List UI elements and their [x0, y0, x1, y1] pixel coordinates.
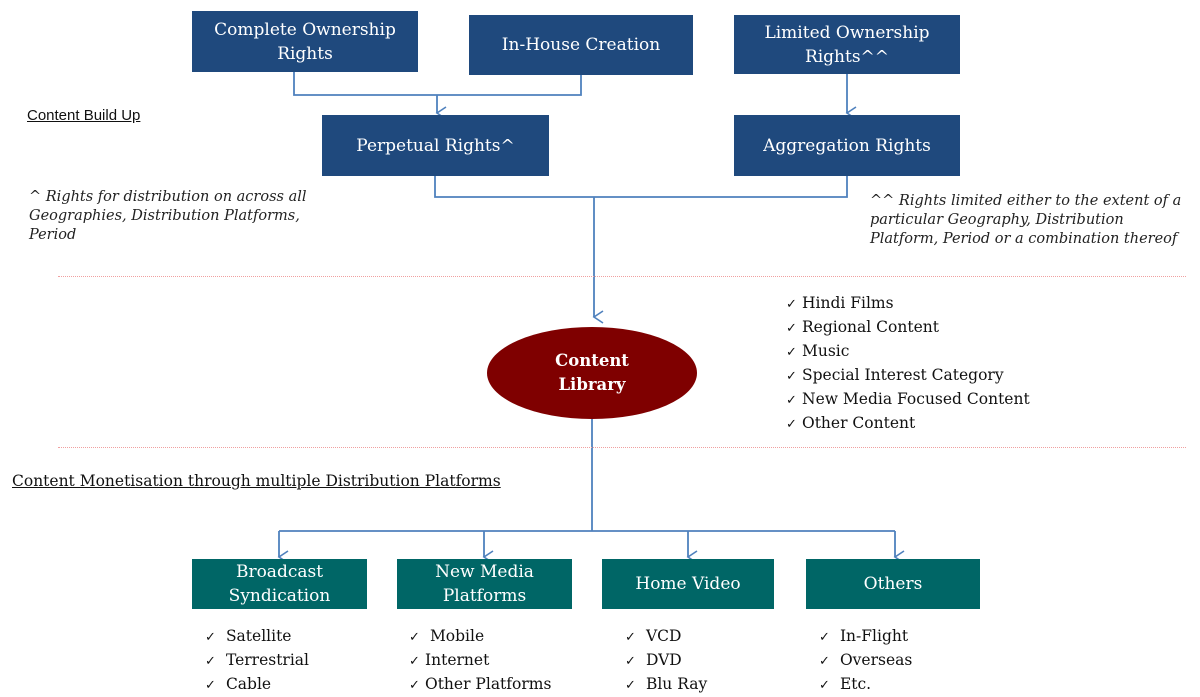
check-mark-icon: ✓: [786, 393, 797, 408]
home-video-box: Home Video: [602, 559, 774, 609]
in-house-creation-label: In-House Creation: [501, 35, 661, 55]
list-item: ✓Special Interest Category: [786, 364, 1030, 388]
perpetual-rights-footnote: ^ Rights for distribution on across all …: [29, 188, 314, 245]
limited-rights-footnote: ^^ Rights limited either to the extent o…: [870, 192, 1195, 249]
check-mark-icon: ✓: [786, 369, 797, 384]
list-item: ✓Other Content: [786, 412, 1030, 436]
list-item: ✓ DVD: [625, 649, 707, 673]
broadcast-syndication-list: ✓ Satellite ✓ Terrestrial ✓ Cable: [205, 625, 309, 697]
list-item: ✓Other Platforms: [409, 673, 551, 697]
perpetual-rights-footnote-text: ^ Rights for distribution on across all …: [29, 189, 307, 243]
connector-perpetual: [434, 176, 594, 198]
content-monetisation-title: Content Monetisation through multiple Di…: [12, 472, 501, 490]
check-mark-icon: ✓: [819, 654, 830, 669]
perpetual-rights-label: Perpetual Rights^: [356, 135, 515, 156]
limited-ownership-rights-box: Limited Ownership Rights^^: [734, 15, 960, 74]
connector-complete-ownership: [293, 72, 437, 96]
broadcast-syndication-box: Broadcast Syndication: [192, 559, 367, 609]
check-mark-icon: ✓: [409, 654, 420, 669]
check-mark-icon: ✓: [625, 630, 636, 645]
check-mark-icon: ✓: [409, 630, 420, 645]
content-library-node: Content Library: [487, 327, 697, 419]
list-item: ✓ VCD: [625, 625, 707, 649]
list-item: ✓ Cable: [205, 673, 309, 697]
check-mark-icon: ✓: [205, 630, 216, 645]
list-item: ✓Internet: [409, 649, 551, 673]
aggregation-rights-label: Aggregation Rights: [763, 135, 931, 156]
home-video-label: Home Video: [635, 574, 741, 594]
check-mark-icon: ✓: [786, 345, 797, 360]
new-media-platforms-list: ✓ Mobile ✓Internet ✓Other Platforms: [409, 625, 551, 697]
home-video-list: ✓ VCD ✓ DVD ✓ Blu Ray: [625, 625, 707, 697]
list-item: ✓ In-Flight: [819, 625, 912, 649]
check-mark-icon: ✓: [205, 654, 216, 669]
complete-ownership-rights-box: Complete Ownership Rights: [192, 11, 418, 72]
others-list: ✓ In-Flight ✓ Overseas ✓ Etc.: [819, 625, 912, 697]
section-divider-top: [58, 276, 1186, 277]
broadcast-syndication-label: Broadcast Syndication: [228, 562, 331, 606]
list-item: ✓Regional Content: [786, 316, 1030, 340]
connector-in-house: [437, 75, 582, 96]
perpetual-rights-box: Perpetual Rights^: [322, 115, 549, 176]
check-mark-icon: ✓: [786, 417, 797, 432]
content-library-list: ✓Hindi Films ✓Regional Content ✓Music ✓S…: [786, 292, 1030, 436]
list-item: ✓New Media Focused Content: [786, 388, 1030, 412]
list-item: ✓ Terrestrial: [205, 649, 309, 673]
list-item: ✓ Mobile: [409, 625, 551, 649]
list-item: ✓Hindi Films: [786, 292, 1030, 316]
check-mark-icon: ✓: [205, 678, 216, 693]
list-item: ✓ Overseas: [819, 649, 912, 673]
limited-ownership-rights-label: Limited Ownership Rights^^: [764, 22, 930, 67]
check-mark-icon: ✓: [819, 678, 830, 693]
check-mark-icon: ✓: [819, 630, 830, 645]
others-box: Others: [806, 559, 980, 609]
content-library-label: Content Library: [555, 351, 629, 394]
complete-ownership-rights-label: Complete Ownership Rights: [214, 19, 396, 64]
list-item: ✓ Blu Ray: [625, 673, 707, 697]
check-mark-icon: ✓: [786, 321, 797, 336]
limited-rights-footnote-text: ^^ Rights limited either to the extent o…: [870, 193, 1182, 247]
content-build-up-title: Content Build Up: [27, 107, 141, 124]
list-item: ✓Music: [786, 340, 1030, 364]
new-media-platforms-box: New Media Platforms: [397, 559, 572, 609]
others-label: Others: [863, 574, 923, 594]
check-mark-icon: ✓: [625, 678, 636, 693]
check-mark-icon: ✓: [625, 654, 636, 669]
check-mark-icon: ✓: [786, 297, 797, 312]
list-item: ✓ Satellite: [205, 625, 309, 649]
new-media-platforms-label: New Media Platforms: [435, 562, 534, 606]
check-mark-icon: ✓: [409, 678, 420, 693]
list-item: ✓ Etc.: [819, 673, 912, 697]
in-house-creation-box: In-House Creation: [469, 15, 693, 75]
connector-aggregation: [594, 176, 848, 198]
section-divider-bottom: [58, 447, 1186, 448]
aggregation-rights-box: Aggregation Rights: [734, 115, 960, 176]
